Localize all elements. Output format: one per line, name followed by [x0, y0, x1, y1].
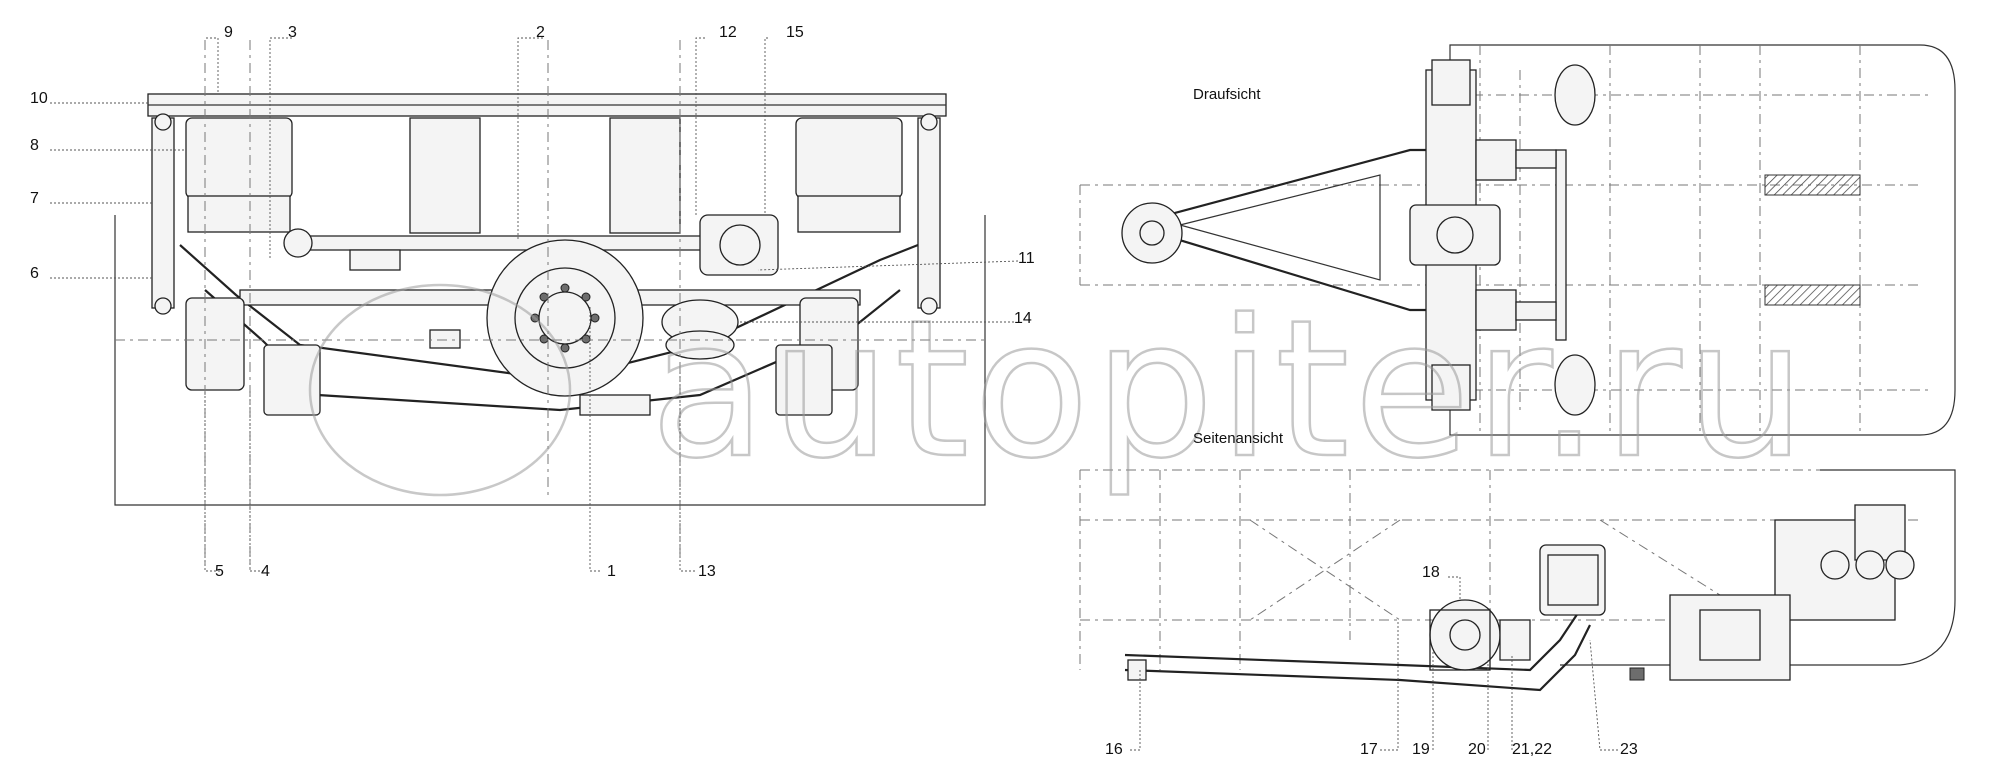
callout-5: 5	[215, 563, 224, 580]
callout-8: 8	[30, 137, 39, 154]
callout-13: 13	[698, 563, 716, 580]
callout-12: 12	[719, 24, 737, 41]
callout-18: 18	[1422, 564, 1440, 581]
callout-10: 10	[30, 90, 48, 107]
side-view-title: Seitenansicht	[1193, 430, 1284, 447]
callout-19: 19	[1412, 741, 1430, 758]
callout-21-22: 21,22	[1512, 741, 1552, 758]
callout-2: 2	[536, 24, 545, 41]
watermark-text: autopiter.ru	[650, 279, 1810, 500]
callout-11: 11	[1018, 250, 1035, 267]
callout-20: 20	[1468, 741, 1486, 758]
top-view-drawing	[1079, 44, 1956, 436]
watermark: autopiter.ru	[308, 278, 1810, 501]
callout-9: 9	[224, 24, 233, 41]
leader-lines	[50, 37, 1618, 751]
callout-14: 14	[1014, 310, 1032, 327]
top-view-title: Draufsicht	[1193, 86, 1261, 103]
callout-16: 16	[1105, 741, 1123, 758]
callout-4: 4	[261, 563, 270, 580]
callout-1: 1	[607, 563, 616, 580]
callout-15: 15	[786, 24, 804, 41]
callout-17: 17	[1360, 741, 1378, 758]
callout-labels: 9 3 2 12 15 10 8 7 6 11 14 5 4 1 13 16 1…	[30, 24, 1638, 758]
side-view-drawing	[1079, 469, 1956, 692]
callout-3: 3	[288, 24, 297, 41]
rear-view-drawing	[114, 40, 986, 570]
callout-23: 23	[1620, 741, 1638, 758]
callout-6: 6	[30, 265, 39, 282]
callout-7: 7	[30, 190, 39, 207]
